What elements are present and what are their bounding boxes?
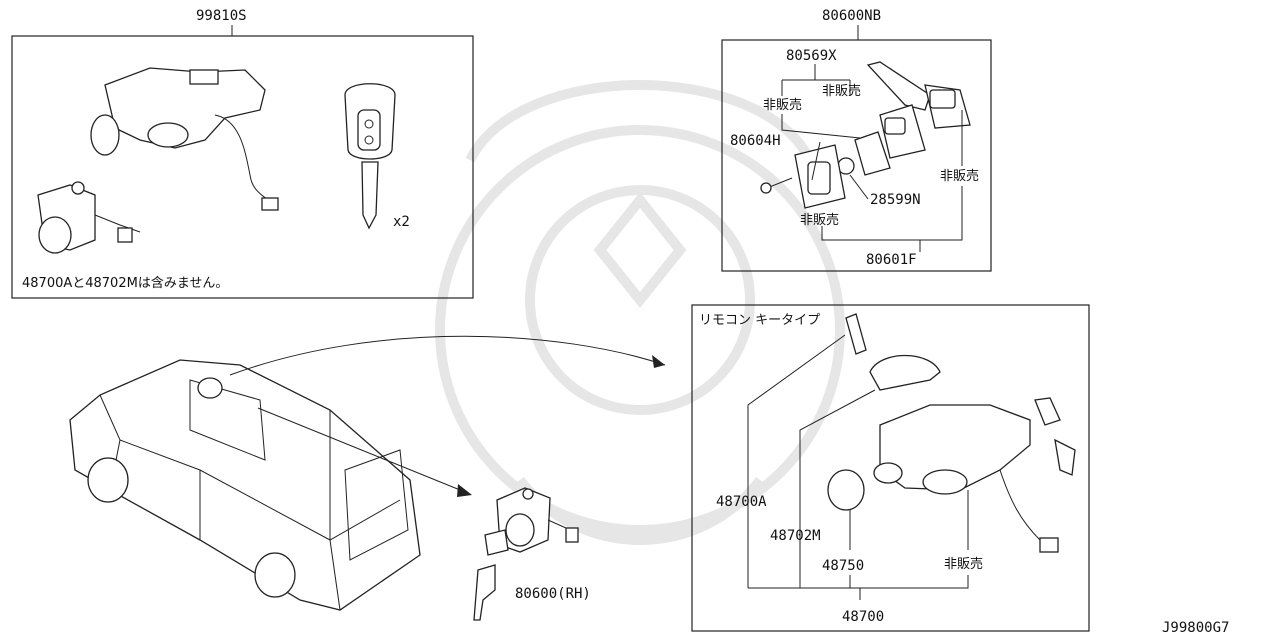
- assembly-box-48700: リモコン キータイプ 48700A 48702M 48750 非販売 4870: [691, 304, 1090, 632]
- exclusion-note: 48700Aと48702Mは含みません。: [22, 275, 228, 291]
- label-48700: 48700: [842, 609, 884, 625]
- leader-lines-48700: [747, 334, 969, 600]
- ignition-assembly-drawing: [827, 313, 1076, 553]
- diagram-code: J99800G7: [1162, 620, 1229, 636]
- label-48702m: 48702M: [770, 528, 821, 544]
- label-not-for-sale-3: 非販売: [940, 168, 979, 184]
- label-80601f: 80601F: [866, 252, 917, 268]
- label-48750: 48750: [822, 558, 864, 574]
- key-blank-drawing: [760, 61, 971, 209]
- vehicle-drawing: [69, 359, 421, 611]
- door-lock-cylinder-drawing: [37, 181, 141, 254]
- label-80600rh: 80600(RH): [515, 586, 591, 602]
- callout-arrows: [229, 335, 666, 497]
- part-label-99810s: 99810S: [196, 8, 247, 24]
- remote-key-type-title: リモコン キータイプ: [699, 313, 820, 328]
- assembly-box-99810s: 99810S x2 48700Aと48702Mは含みません。: [11, 8, 474, 299]
- watermark: [435, 80, 845, 545]
- ignition-switch-drawing: [90, 67, 279, 211]
- arrow-head-to-door-lock: [457, 484, 472, 497]
- leader-lines-80600nb: [781, 64, 963, 252]
- label-not-for-sale-4: 非販売: [800, 212, 839, 228]
- arrow-head-to-ignition: [652, 355, 665, 368]
- label-not-for-sale-2: 非販売: [822, 83, 861, 99]
- label-48700a: 48700A: [716, 494, 767, 510]
- label-80604h: 80604H: [730, 133, 781, 149]
- part-label-80600nb: 80600NB: [822, 8, 881, 24]
- label-28599n: 28599N: [870, 192, 921, 208]
- door-lock-rh-drawing: [473, 487, 579, 621]
- label-80569x: 80569X: [786, 48, 837, 64]
- key-quantity: x2: [393, 214, 410, 230]
- remote-key-drawing: [344, 83, 396, 230]
- label-not-for-sale-5: 非販売: [944, 556, 983, 572]
- label-not-for-sale-1: 非販売: [763, 97, 802, 113]
- assembly-box-80600nb: 80600NB 80569X 非販売 非販売 80604H 28: [721, 8, 992, 272]
